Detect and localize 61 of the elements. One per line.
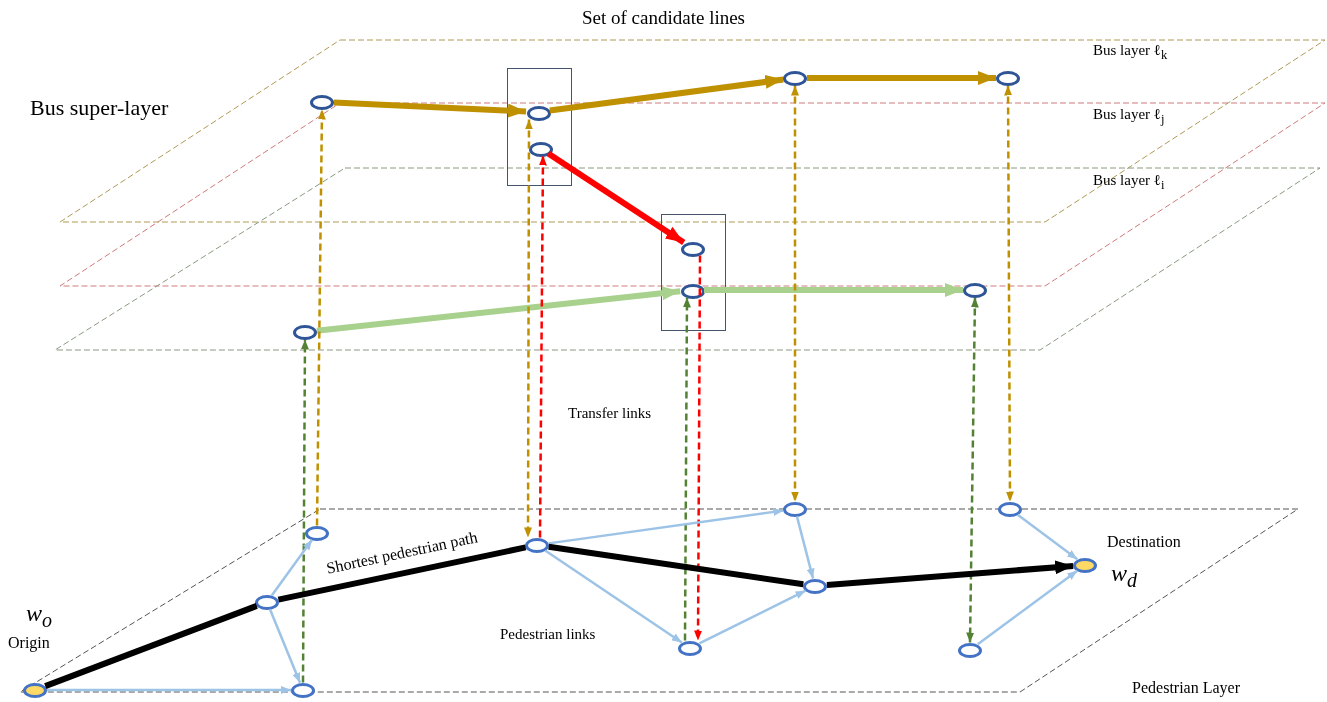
transfer-arrow bbox=[1004, 85, 1014, 502]
arrow bbox=[549, 74, 784, 114]
annotation: Bus layer ℓ$_{i}$ bbox=[1093, 172, 1165, 193]
transfer-group-box bbox=[507, 68, 572, 186]
arrow bbox=[698, 589, 807, 645]
arrow bbox=[795, 516, 815, 579]
network-node bbox=[255, 594, 279, 610]
arrow bbox=[704, 283, 963, 297]
path-line bbox=[44, 603, 258, 689]
node-caption: w$_{o}$ bbox=[26, 600, 52, 631]
annotation: Pedestrian links bbox=[500, 626, 596, 643]
network-node bbox=[803, 578, 827, 594]
transfer-arrow bbox=[694, 255, 703, 641]
network-node bbox=[783, 70, 807, 86]
arrow bbox=[270, 539, 314, 596]
arrow bbox=[333, 99, 527, 118]
network-node bbox=[293, 324, 317, 340]
arrow bbox=[977, 569, 1078, 646]
arrow bbox=[548, 508, 784, 545]
title: Set of candidate lines bbox=[581, 8, 746, 29]
node-caption: Origin bbox=[8, 634, 50, 652]
arrow bbox=[546, 150, 686, 246]
network-node bbox=[998, 501, 1022, 517]
transfer-arrow bbox=[966, 297, 979, 643]
arrow bbox=[1016, 513, 1079, 561]
arrow bbox=[826, 560, 1074, 589]
transfer-arrow bbox=[538, 155, 547, 538]
transfer-group-box bbox=[661, 214, 726, 331]
network-node bbox=[681, 241, 705, 257]
arrow bbox=[268, 608, 302, 684]
network-node bbox=[291, 682, 315, 698]
network-node bbox=[525, 537, 549, 553]
arrow bbox=[47, 686, 291, 694]
transfer-arrow bbox=[300, 339, 309, 683]
transfer-arrow bbox=[524, 119, 533, 538]
layer-heading: Bus super-layer bbox=[30, 96, 169, 121]
transfer-arrow bbox=[791, 85, 799, 502]
network-node bbox=[1073, 557, 1097, 573]
node-caption: Destination bbox=[1107, 533, 1181, 551]
annotation: Bus layer ℓ$_{j}$ bbox=[1093, 106, 1165, 127]
network-node bbox=[958, 642, 982, 658]
network-node bbox=[527, 105, 551, 121]
node-caption: w$_{d}$ bbox=[1111, 560, 1137, 591]
network-node bbox=[963, 282, 987, 298]
network-node bbox=[310, 94, 334, 110]
annotation: Transfer links bbox=[568, 405, 652, 422]
arrow bbox=[316, 286, 681, 334]
network-node bbox=[681, 283, 705, 299]
arrow bbox=[544, 549, 683, 644]
layer-label: Pedestrian Layer bbox=[1132, 679, 1240, 697]
network-node bbox=[996, 70, 1020, 86]
arrow bbox=[807, 71, 996, 85]
network-node bbox=[305, 525, 329, 541]
path-line bbox=[548, 543, 804, 588]
transfer-arrow bbox=[315, 109, 326, 526]
path-line bbox=[277, 544, 527, 603]
annotation: Bus layer ℓ$_{k}$ bbox=[1093, 42, 1168, 63]
transfer-arrow bbox=[682, 297, 691, 641]
network-node bbox=[783, 501, 807, 517]
network-node bbox=[678, 640, 702, 656]
network-node bbox=[23, 682, 47, 698]
